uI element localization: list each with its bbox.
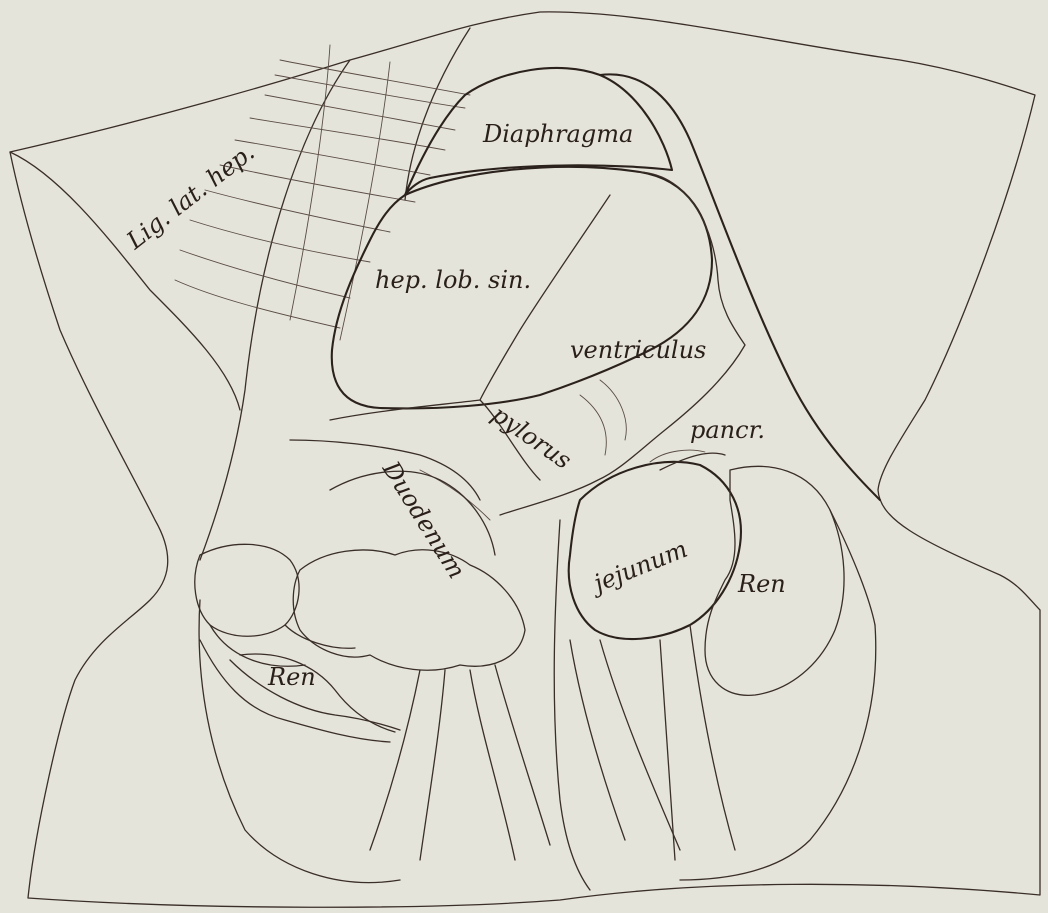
label-hep-lob-sin: hep. lob. sin.	[375, 266, 531, 294]
label-ventriculus: ventriculus	[570, 336, 706, 364]
label-ren-right: Ren	[267, 663, 316, 691]
label-ren-left: Ren	[737, 570, 786, 598]
label-pancr: pancr.	[690, 416, 765, 444]
label-diaphragma: Diaphragma	[482, 120, 633, 148]
